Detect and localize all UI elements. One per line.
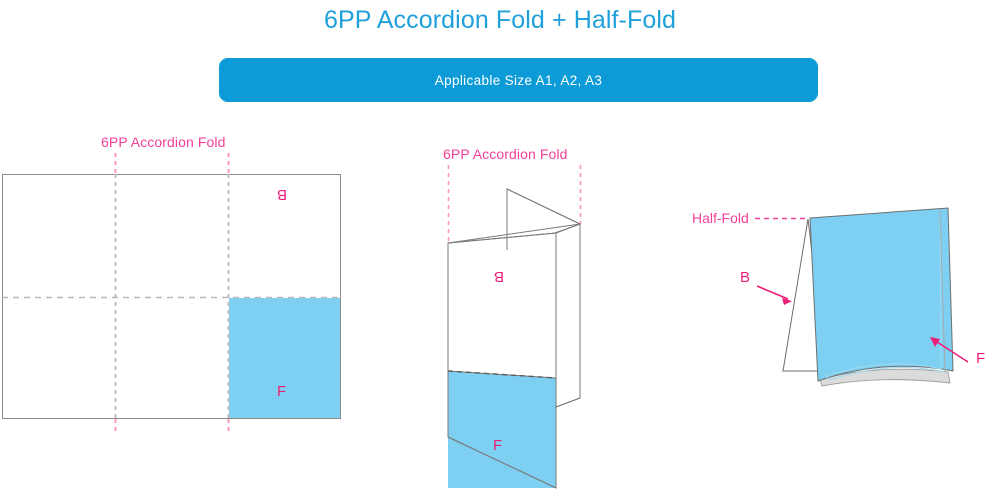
half-folded-tent-diagram <box>755 207 969 387</box>
accordion-front-label: F <box>493 437 503 454</box>
applicable-size-banner: Applicable Size A1, A2, A3 <box>219 58 818 102</box>
page-title: 6PP Accordion Fold + Half-Fold <box>323 6 677 34</box>
mid-upper-half-white <box>447 232 557 379</box>
flat-sheet-diagram <box>2 153 341 434</box>
b-arrow-head <box>782 298 792 305</box>
accordion-folded-caption: 6PP Accordion Fold <box>443 146 568 162</box>
mid-backpanel-bottom-edge <box>555 397 581 408</box>
accordion-back-label: B <box>494 268 505 285</box>
f-arrow-line <box>933 339 969 363</box>
b-arrow-line <box>756 285 789 300</box>
mid-top-edge <box>447 223 581 244</box>
accordion-folded-diagram <box>447 165 582 489</box>
half-fold-caption: Half-Fold <box>692 210 749 226</box>
flat-sheet-front-label: F <box>277 383 287 400</box>
tent-front-cover-highlight <box>809 207 954 382</box>
flat-front-panel-highlight <box>229 298 341 418</box>
tent-cover-inner-fold <box>939 209 946 373</box>
f-arrow-head <box>930 337 940 347</box>
mid-flap-hypotenuse <box>506 188 581 225</box>
tent-front-label: F <box>976 350 986 367</box>
mid-upper-ridge <box>447 232 557 244</box>
tent-back-label: B <box>740 269 751 286</box>
tent-inner-sheet-edge <box>825 208 946 381</box>
mid-bottom-edge <box>447 436 557 489</box>
mid-back-panel <box>555 223 581 408</box>
flat-sheet-back-label: B <box>277 186 288 203</box>
applicable-size-label: Applicable Size A1, A2, A3 <box>434 72 603 88</box>
mid-halffold-dashed <box>447 370 557 379</box>
flat-sheet-caption: 6PP Accordion Fold <box>101 134 226 150</box>
